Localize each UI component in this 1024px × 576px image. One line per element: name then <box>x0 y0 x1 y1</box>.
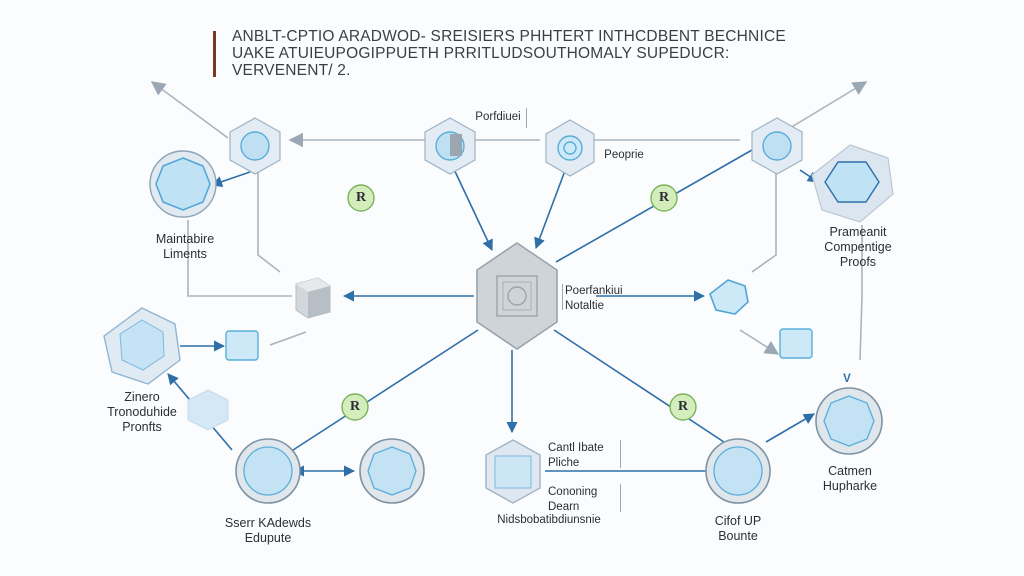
node-right-mid-small <box>709 279 749 315</box>
arrow-to-right-bottom-node <box>765 413 815 443</box>
label-right-top-line-2: Compentige <box>824 240 892 254</box>
badge-bottom-left <box>341 393 369 421</box>
label-right-top-line-3: Proofs <box>839 255 877 269</box>
label-top-center: Porfdiuei <box>475 111 521 123</box>
node-top-left <box>229 117 281 175</box>
badges <box>341 184 697 421</box>
link-center-to-bottom-right <box>553 329 731 447</box>
arrow-out-top-left <box>150 81 229 139</box>
badge-top-right <box>650 184 678 212</box>
label-left-mid: Zinero Tronoduhide Pronfts <box>98 390 186 435</box>
label-left-mid-line-3: Pronfts <box>122 420 162 434</box>
badge-letter-4: R <box>677 399 689 414</box>
label-center: Poerfankiui Notaltie <box>565 284 635 314</box>
label-bottom-right: Cifof UP Bounte <box>700 514 776 544</box>
label-bottom-center-top-line-2: Pliche <box>548 457 580 469</box>
label-bottom-center-top: Cantl Ibate Pliche <box>548 441 620 471</box>
label-tick-center <box>562 284 563 310</box>
label-tick-bottom-center-mid <box>620 484 621 512</box>
label-tick-top-center <box>526 108 527 128</box>
label-right-top: Prameanit Compentige Proofs <box>808 225 908 270</box>
node-left-faint <box>187 389 229 431</box>
label-bottom-left-line-2: Edupute <box>244 531 292 545</box>
label-bottom-center-top-line-1: Cantl Ibate <box>548 442 604 454</box>
label-center-line-2: Notaltie <box>565 300 604 312</box>
node-bottom-center <box>485 439 541 504</box>
title-accent-bar <box>213 31 216 77</box>
node-center-hub <box>476 242 558 350</box>
node-right-top-large <box>811 144 894 223</box>
label-small-v: V <box>843 373 851 385</box>
square-right <box>779 328 813 359</box>
label-bottom-center-bottom: Nidsbobatibdiunsnie <box>497 514 601 526</box>
link-right-drop <box>751 165 777 273</box>
label-bottom-left: Sserr KAdewds Edupute <box>218 516 318 546</box>
link-left-elbow <box>187 220 292 297</box>
label-bottom-right-line-1: Cifof UP <box>714 514 762 528</box>
badge-letter-3: R <box>349 399 361 414</box>
square-left <box>225 330 259 361</box>
node-top-center <box>424 117 476 175</box>
label-bottom-center-mid-line-2: Dearn <box>548 501 580 513</box>
label-right-bottom-line-2: Hupharke <box>822 479 878 493</box>
badge-top-left <box>347 184 375 212</box>
label-top-right-small: Peoprie <box>604 149 644 161</box>
diagram-title: ANBLT-CPTIO ARADWOD- SREISIERS PHHTERT I… <box>232 28 792 79</box>
label-left-mid-line-2: Tronoduhide <box>107 405 177 419</box>
node-left-mid-large <box>103 307 181 385</box>
label-right-bottom: Catmen Hupharke <box>810 464 890 494</box>
gray-connectors <box>150 81 868 361</box>
label-center-line-1: Poerfankiui <box>565 285 623 297</box>
label-left-top-line-2: Liments <box>163 247 207 261</box>
label-left-top-line-1: Maintabire <box>155 232 215 246</box>
node-bottom-left-2 <box>359 438 425 504</box>
title-line-2: UAKE ATUIEUPOGIPPUETH PRRITLUDSOUTHOMALY… <box>232 45 730 62</box>
label-bottom-left-line-1: Sserr KAdewds <box>224 516 312 530</box>
link-small-left <box>269 331 307 346</box>
node-right-bottom <box>815 387 883 455</box>
label-right-top-line-1: Prameanit <box>829 225 887 239</box>
cube-left <box>295 277 331 319</box>
label-left-top: Maintabire Liments <box>140 232 230 262</box>
badge-letter-1: R <box>355 190 367 205</box>
label-right-bottom-line-1: Catmen <box>828 464 872 478</box>
link-center-to-bottom-left <box>289 329 479 453</box>
arrow-to-left-node <box>210 171 251 188</box>
label-tick-bottom-center-top <box>620 440 621 468</box>
node-top-right <box>751 117 803 175</box>
label-bottom-center-mid-line-1: Cononing <box>548 486 598 498</box>
arrow-top2-to-center <box>534 167 567 250</box>
title-line-1: ANBLT-CPTIO ARADWOD- SREISIERS PHHTERT I… <box>232 28 786 45</box>
link-left-drop <box>257 165 281 273</box>
arrow-out-top-right <box>789 81 868 129</box>
label-bottom-right-line-2: Bounte <box>718 529 758 543</box>
badge-letter-2: R <box>658 190 670 205</box>
arrow-top-to-center <box>451 164 493 252</box>
title-line-3: VERVENENT/ 2. <box>232 62 351 79</box>
badge-bottom-right <box>669 393 697 421</box>
node-bottom-left <box>235 438 301 504</box>
node-top-center-right <box>545 119 595 177</box>
label-left-mid-line-1: Zinero <box>124 390 160 404</box>
link-small-right <box>739 329 780 355</box>
label-bottom-center-mid: Cononing Dearn <box>548 485 620 515</box>
node-left-top-large <box>149 150 217 218</box>
node-bottom-right <box>705 438 771 504</box>
link-right-elbow <box>859 225 863 361</box>
